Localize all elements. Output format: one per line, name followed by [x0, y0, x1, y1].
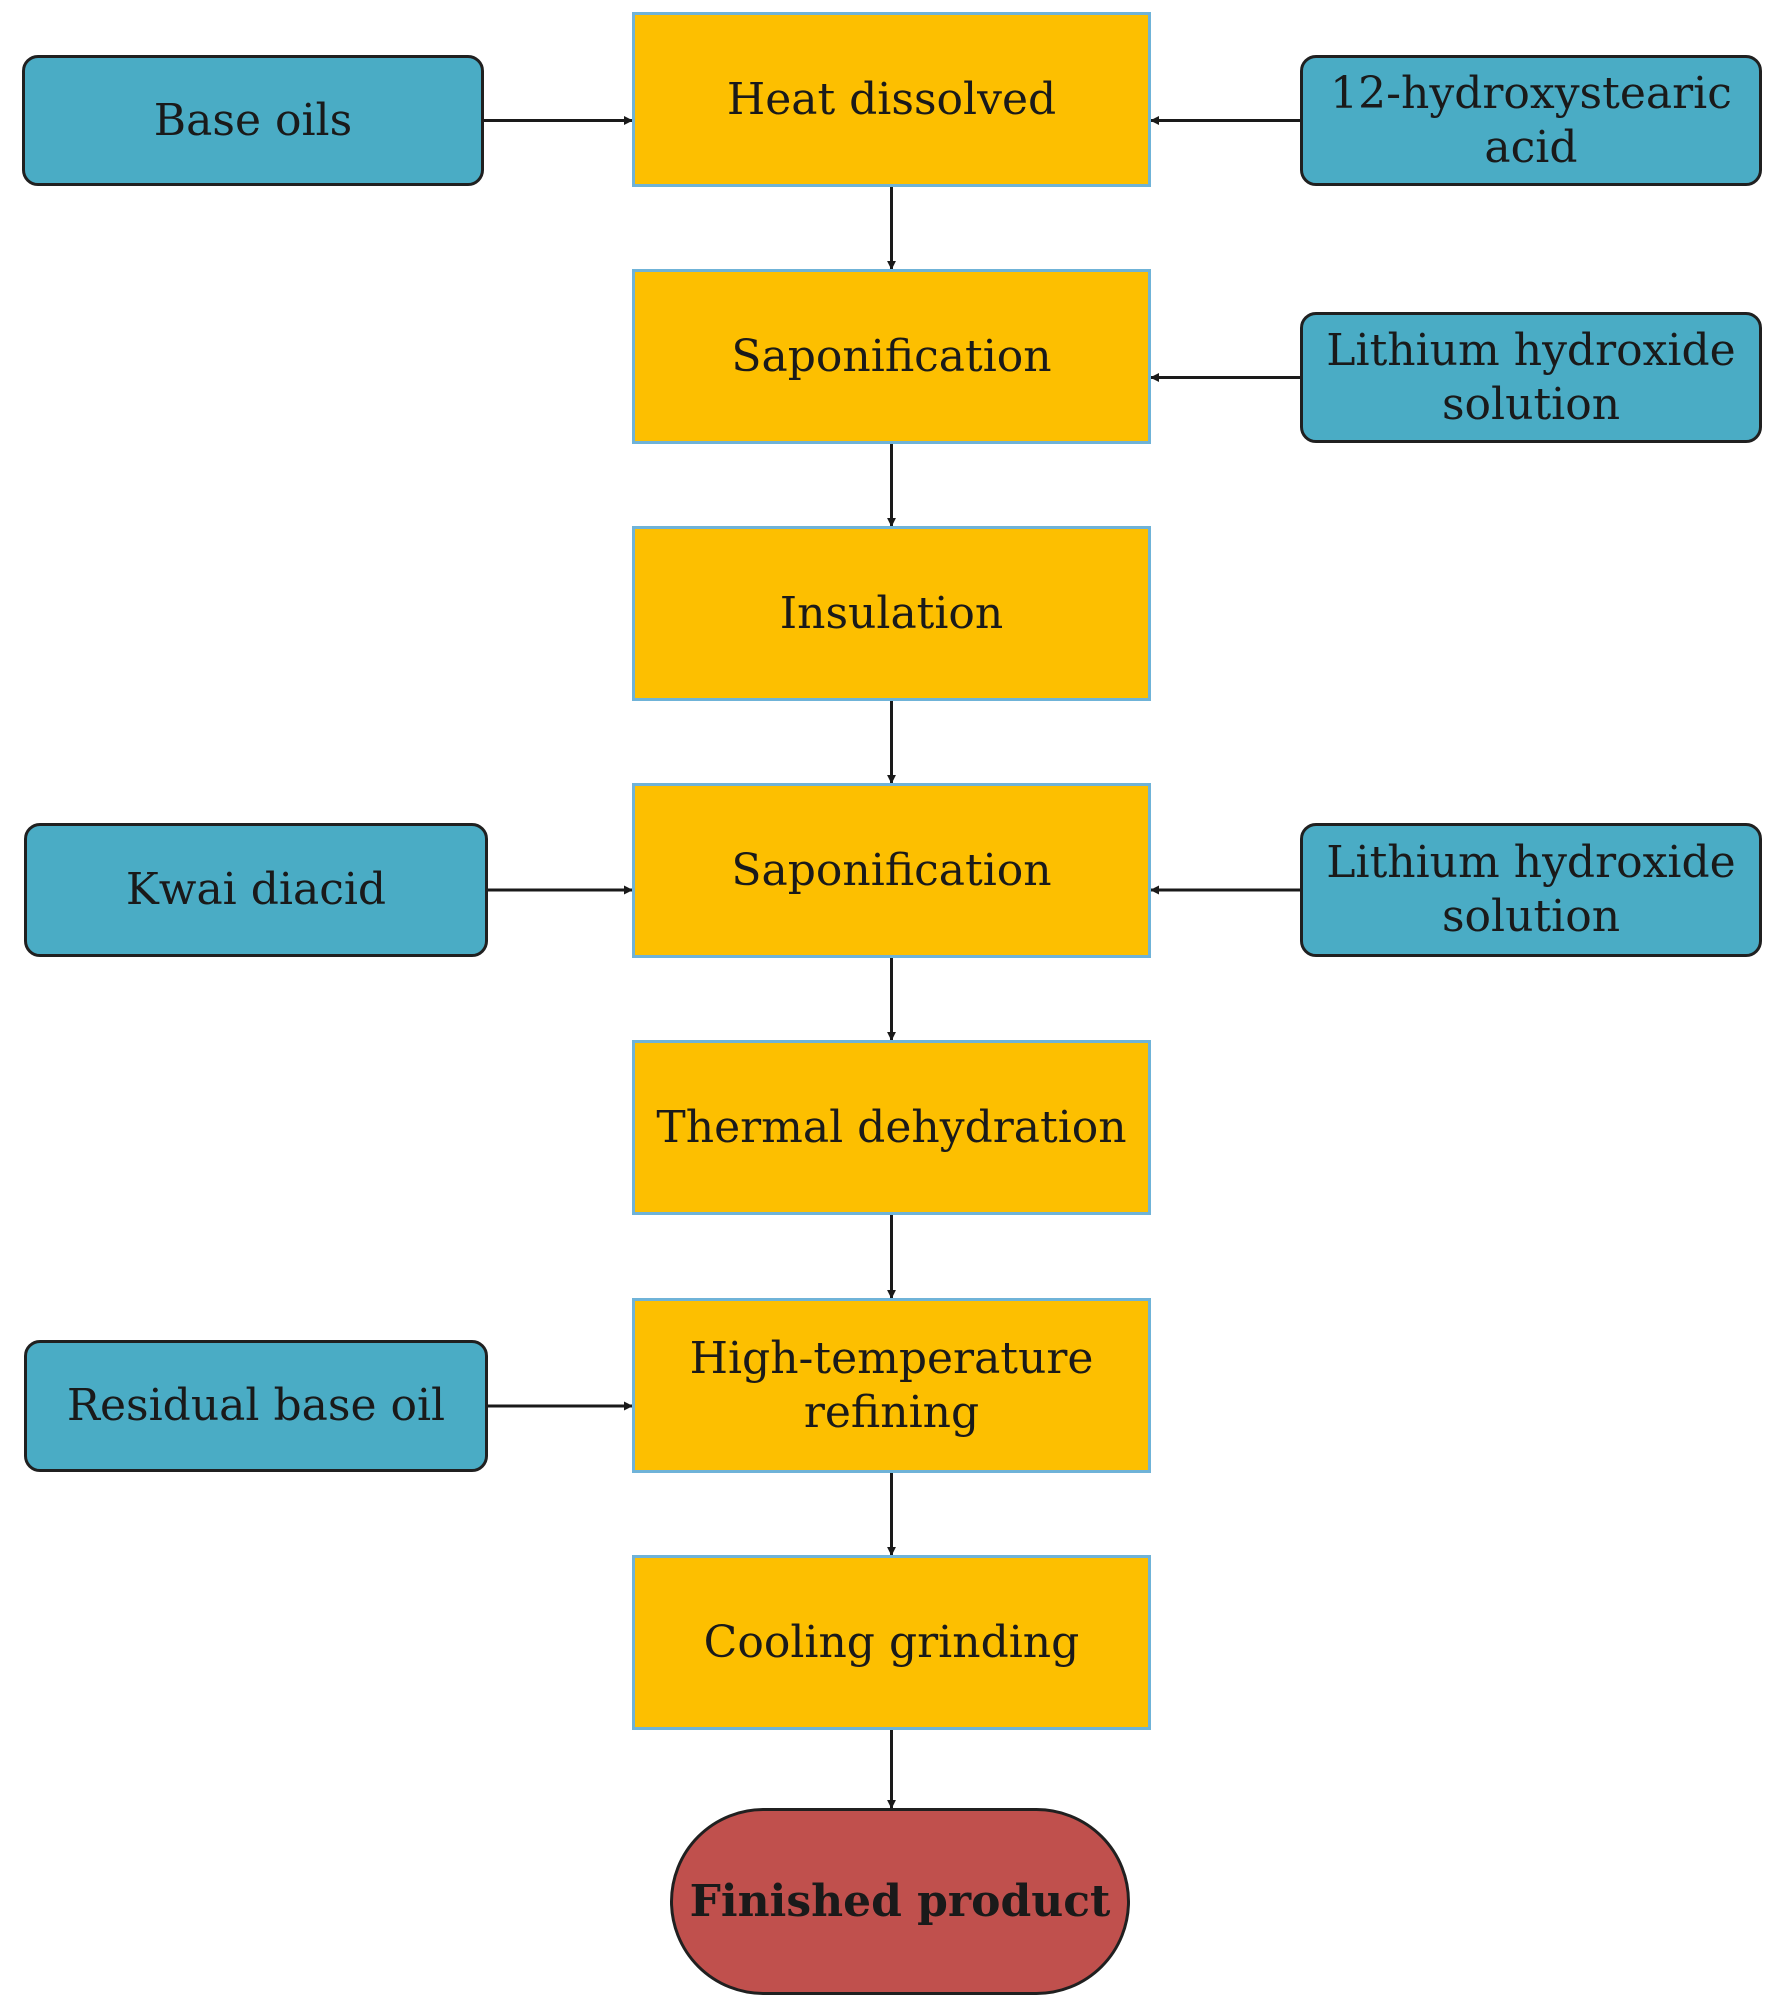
input-label: Base oils	[153, 94, 353, 146]
terminal-label: Finished product	[689, 1875, 1111, 1927]
input-label: Kwai diacid	[125, 864, 387, 915]
step-label: Cooling grinding	[703, 1616, 1080, 1668]
step-label: Saponification	[731, 330, 1052, 382]
step-label: Insulation	[779, 587, 1004, 639]
input-label: Lithium hydroxide solution	[1326, 324, 1736, 430]
step-thermal-dehydration: Thermal dehydration	[632, 1040, 1151, 1215]
step-label: Saponification	[731, 844, 1052, 896]
terminal-finished-product: Finished product	[670, 1808, 1130, 1995]
step-label: Heat dissolved	[726, 73, 1057, 125]
input-12-hydroxystearic-acid: 12-hydroxystearic acid	[1300, 55, 1762, 186]
step-label: Thermal dehydration	[656, 1101, 1127, 1153]
input-label: Lithium hydroxide solution	[1326, 837, 1736, 942]
input-label: Residual base oil	[66, 1380, 446, 1431]
input-lithium-hydroxide-solution-1: Lithium hydroxide solution	[1300, 312, 1762, 443]
step-high-temperature-refining: High-temperature refining	[632, 1298, 1151, 1473]
step-label: High-temperature refining	[689, 1332, 1094, 1438]
step-saponification-1: Saponification	[632, 269, 1151, 444]
step-heat-dissolved: Heat dissolved	[632, 12, 1151, 187]
step-saponification-2: Saponification	[632, 783, 1151, 958]
input-base-oils: Base oils	[22, 55, 484, 186]
input-residual-base-oil: Residual base oil	[24, 1340, 488, 1472]
step-cooling-grinding: Cooling grinding	[632, 1555, 1151, 1730]
input-lithium-hydroxide-solution-2: Lithium hydroxide solution	[1300, 823, 1762, 957]
step-insulation: Insulation	[632, 526, 1151, 701]
input-kwai-diacid: Kwai diacid	[24, 823, 488, 957]
input-label: 12-hydroxystearic acid	[1330, 67, 1732, 173]
